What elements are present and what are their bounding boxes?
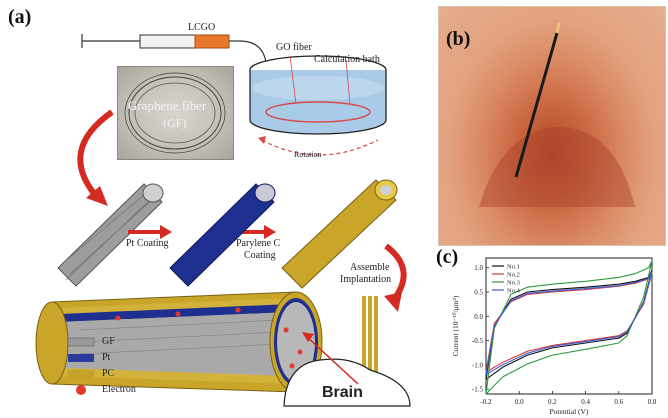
y-tick-label: -0.5 xyxy=(472,337,484,345)
calculation-bath-icon xyxy=(249,55,387,156)
graphene-fiber-icon xyxy=(57,183,164,287)
implantation-photo xyxy=(438,6,666,246)
panel-label-b: (b) xyxy=(446,28,471,50)
x-axis-label: Potential (V) xyxy=(550,407,589,416)
syringe-label: LCGO xyxy=(188,22,216,33)
x-tick-label: 0.2 xyxy=(548,398,557,406)
y-tick-label: 0.0 xyxy=(474,313,483,321)
legend-text-No.1: No.1 xyxy=(507,264,520,271)
x-tick-label: 0.6 xyxy=(614,398,623,406)
curved-arrow-icon xyxy=(77,109,114,206)
legend-label-gf: GF xyxy=(102,336,115,347)
legend-swatch-electron xyxy=(76,385,86,395)
y-tick-label: 1.0 xyxy=(474,264,483,272)
step1-label: Pt Coating xyxy=(126,238,169,249)
photo-label-line2: (GF) xyxy=(163,116,187,130)
legend-label-pc: PC xyxy=(102,368,115,379)
y-axis-label: Current (10⁻¹⁰/μm²) xyxy=(451,295,460,356)
legend-text-No.3: No.3 xyxy=(507,280,520,287)
legend-swatch-pc xyxy=(68,370,94,378)
photo-label-line1: Graphene fiber xyxy=(128,98,207,113)
legend-label-electron: Electron xyxy=(102,384,136,395)
y-tick-label: 0.5 xyxy=(474,289,483,297)
y-tick-label: -1.5 xyxy=(472,386,484,394)
y-tick-label: -1.0 xyxy=(472,361,484,369)
plot-frame xyxy=(485,257,653,395)
schematic-figure xyxy=(35,34,411,407)
go-fiber-label: GO fiber xyxy=(276,42,312,53)
brain-label: Brain xyxy=(322,384,363,401)
implanted-electrode-icon xyxy=(362,296,378,388)
cv-chart: -0.2 0.0 0.2 0.4 0.6 0.8 -1.5 -1.0 -0.5 0.0 0.5 1.0… xyxy=(451,257,657,416)
legend-swatch-gf xyxy=(67,337,95,347)
x-tick-label: 0.4 xyxy=(581,398,590,406)
link-arrow-icon xyxy=(302,332,359,385)
step3-label-line2: Implantation xyxy=(340,274,392,285)
x-tick-label: -0.2 xyxy=(480,398,492,406)
implant-arrow-icon xyxy=(384,243,407,312)
brain-icon xyxy=(283,358,411,407)
pt-coated-fiber-icon xyxy=(169,183,276,287)
legend-swatch-pt xyxy=(68,354,94,362)
panel-label-a: (a) xyxy=(8,6,32,28)
graphene-fiber-photo xyxy=(117,66,234,160)
step3-label-line1: Assemble xyxy=(350,262,390,273)
bath-label: Calculation bath xyxy=(314,54,380,65)
legend-swatches xyxy=(67,337,95,395)
syringe-icon xyxy=(81,34,267,63)
series-line-No.4 xyxy=(485,271,653,376)
electrode-cross-section-icon xyxy=(35,291,323,393)
rotation-label: Rotation xyxy=(294,150,322,159)
legend-text-No.2: No.2 xyxy=(507,272,520,279)
parylene-coated-fiber-icon xyxy=(281,179,398,289)
x-tick-label: 0.0 xyxy=(515,398,524,406)
series-line-No.3 xyxy=(485,259,653,395)
panel-label-c: (c) xyxy=(436,246,459,268)
x-tick-label: 0.8 xyxy=(648,398,657,406)
legend-text-No.4: No.4 xyxy=(507,288,521,295)
legend-label-pt: Pt xyxy=(102,352,111,363)
step2-label-line1: Parylene C xyxy=(236,238,281,249)
step2-label-line2: Coating xyxy=(244,250,276,261)
